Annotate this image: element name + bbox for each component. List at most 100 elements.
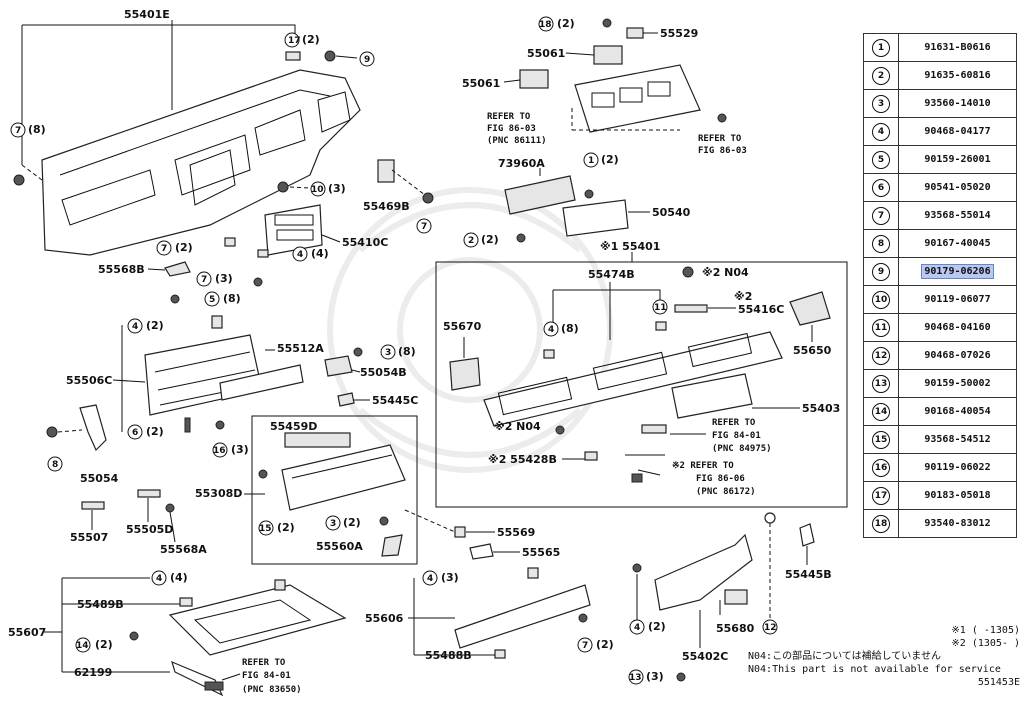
part-number[interactable]: 93568-54512 bbox=[924, 434, 991, 445]
ref-number: 8 bbox=[872, 234, 890, 253]
svg-text:4: 4 bbox=[297, 250, 303, 260]
svg-text:8: 8 bbox=[52, 460, 58, 470]
svg-text:17: 17 bbox=[288, 36, 301, 46]
ref-number: 3 bbox=[872, 94, 890, 113]
dash-panel-55401e bbox=[41, 69, 361, 256]
ref-number: 14 bbox=[872, 402, 890, 421]
svg-text:FIG 86-03: FIG 86-03 bbox=[487, 124, 536, 134]
panel-50540 bbox=[562, 199, 629, 237]
parts-table-row: 4 90468-04177 bbox=[863, 117, 1017, 146]
ref-number: 9 bbox=[872, 262, 890, 281]
part-number[interactable]: 90541-05020 bbox=[924, 182, 991, 193]
svg-text:7: 7 bbox=[582, 641, 588, 651]
svg-text:(8): (8) bbox=[223, 292, 241, 305]
cover-55680 bbox=[724, 589, 748, 605]
ref-number: 12 bbox=[872, 346, 890, 365]
cover-55529 bbox=[626, 27, 644, 39]
ref-number: 6 bbox=[872, 178, 890, 197]
svg-text:50540: 50540 bbox=[652, 206, 691, 219]
part-number[interactable]: 93568-55014 bbox=[924, 210, 991, 221]
ref-number: 1 bbox=[872, 38, 890, 57]
svg-text:7: 7 bbox=[201, 275, 207, 285]
svg-text:16: 16 bbox=[213, 446, 226, 456]
note-1: ※1 ( -1305) bbox=[951, 625, 1020, 636]
svg-text:(2): (2) bbox=[648, 620, 666, 633]
svg-text:55308D: 55308D bbox=[195, 487, 242, 500]
cap-55445b bbox=[799, 523, 815, 547]
svg-text:(8): (8) bbox=[561, 322, 579, 335]
clip-55445c bbox=[337, 392, 355, 407]
part-number[interactable]: 90119-06022 bbox=[924, 462, 991, 473]
svg-text:※2 N04: ※2 N04 bbox=[494, 420, 541, 433]
svg-text:※2: ※2 bbox=[734, 290, 752, 303]
svg-text:7: 7 bbox=[15, 126, 21, 136]
svg-text:55054: 55054 bbox=[80, 472, 119, 485]
note-2: ※2 (1305- ) bbox=[951, 638, 1020, 649]
vent-55670 bbox=[449, 357, 481, 391]
svg-text:55506C: 55506C bbox=[66, 374, 112, 387]
part-number[interactable]: 90159-50002 bbox=[924, 378, 991, 389]
part-number[interactable]: 90468-07026 bbox=[924, 350, 991, 361]
trim-55606 bbox=[454, 584, 591, 649]
ref-number: 15 bbox=[872, 430, 890, 449]
glovebox-group-frame bbox=[251, 415, 418, 565]
svg-text:10: 10 bbox=[311, 185, 324, 195]
svg-text:4: 4 bbox=[634, 623, 640, 633]
svg-text:FIG 86-06: FIG 86-06 bbox=[696, 474, 745, 484]
part-number[interactable]: 90168-40054 bbox=[924, 406, 991, 417]
parts-table-row: 6 90541-05020 bbox=[863, 173, 1017, 202]
part-number[interactable]: 91635-60816 bbox=[924, 70, 991, 81]
glovebox-door-55308d bbox=[281, 444, 406, 511]
part-number[interactable]: 93560-14010 bbox=[924, 98, 991, 109]
part-number[interactable]: 93540-83012 bbox=[924, 518, 991, 529]
svg-text:9: 9 bbox=[364, 55, 370, 65]
bracket-55402c bbox=[654, 533, 753, 611]
ref-number: 17 bbox=[872, 486, 890, 505]
svg-text:55445C: 55445C bbox=[372, 394, 418, 407]
svg-text:(PNC 86172): (PNC 86172) bbox=[696, 487, 756, 497]
note-n04-en: N04:This part is not available for servi… bbox=[748, 664, 1001, 675]
svg-text:(2): (2) bbox=[601, 153, 619, 166]
svg-text:(3): (3) bbox=[328, 182, 346, 195]
svg-text:55459D: 55459D bbox=[270, 420, 317, 433]
part-number[interactable]: 91631-B0616 bbox=[924, 42, 991, 53]
ref-number: 11 bbox=[872, 318, 890, 337]
part-number[interactable]: 90468-04177 bbox=[924, 126, 991, 137]
ref-9: 9 bbox=[359, 51, 375, 67]
part-number[interactable]: 90468-04160 bbox=[924, 322, 991, 333]
svg-text:55565: 55565 bbox=[522, 546, 560, 559]
bracket-55054 bbox=[79, 404, 107, 452]
part-number[interactable]: 90167-40045 bbox=[924, 238, 991, 249]
vent-housing bbox=[574, 64, 701, 133]
part-label-55401e: 55401E bbox=[124, 8, 170, 21]
vent-55650 bbox=[789, 291, 831, 326]
svg-text:12: 12 bbox=[764, 623, 777, 633]
parts-table-row: 15 93568-54512 bbox=[863, 425, 1017, 454]
svg-text:62199: 62199 bbox=[74, 666, 112, 679]
svg-text:(2): (2) bbox=[481, 233, 499, 246]
svg-text:1: 1 bbox=[588, 156, 594, 166]
svg-text:3: 3 bbox=[385, 348, 391, 358]
ref-number: 4 bbox=[872, 122, 890, 141]
svg-text:55474B: 55474B bbox=[588, 268, 635, 281]
parts-table-row: 8 90167-40045 bbox=[863, 229, 1017, 258]
svg-text:55505D: 55505D bbox=[126, 523, 173, 536]
parts-table-row: 3 93560-14010 bbox=[863, 89, 1017, 118]
assembly-55401-frame bbox=[435, 261, 848, 508]
svg-text:※2 N04: ※2 N04 bbox=[702, 266, 749, 279]
vent-55061-lower bbox=[519, 69, 549, 89]
svg-text:11: 11 bbox=[654, 303, 667, 313]
svg-text:55061: 55061 bbox=[462, 77, 500, 90]
part-number[interactable]: 90119-06077 bbox=[924, 294, 991, 305]
part-number[interactable]: 90183-05018 bbox=[924, 490, 991, 501]
svg-text:(3): (3) bbox=[231, 443, 249, 456]
part-number[interactable]: 90179-06206 bbox=[921, 264, 994, 279]
part-number[interactable]: 90159-26001 bbox=[924, 154, 991, 165]
svg-text:(2): (2) bbox=[146, 319, 164, 332]
part-55507 bbox=[81, 501, 105, 510]
svg-text:5: 5 bbox=[209, 295, 215, 305]
cover-55054b bbox=[324, 355, 353, 377]
